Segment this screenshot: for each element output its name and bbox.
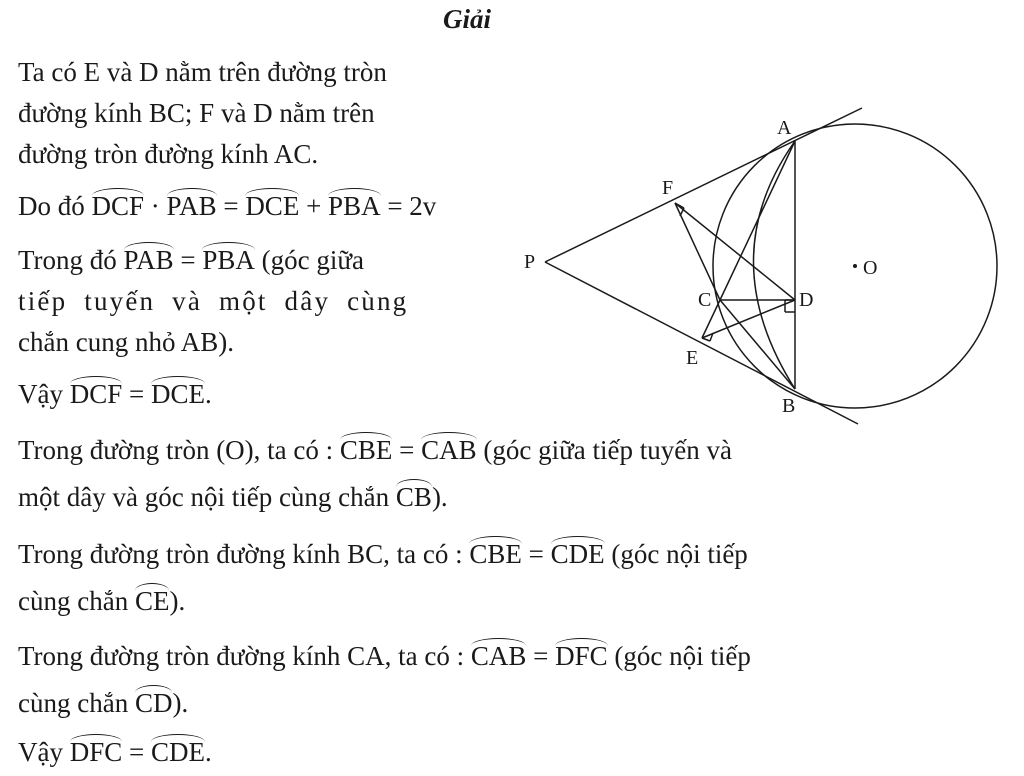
tangent-line-pb [544,261,859,425]
text-fragment: (góc giữa [261,245,364,275]
text-line: Trong đó PAB = PBA (góc giữa [18,240,408,281]
period: . [205,737,212,767]
plus-symbol: + [306,191,322,221]
text-line: Trong đường tròn đường kính BC, ta có : … [18,534,748,575]
angle-cde: CDE [550,536,605,568]
text-line: Ta có E và D nằm trên đường tròn [18,57,387,87]
equals-symbol: = [528,539,544,569]
angle-cbe: CBE [339,432,393,464]
arc-ab [752,140,796,390]
angle-dcf: DCF [69,376,123,408]
label-d: D [799,289,813,311]
paragraph-6: Trong đường tròn đường kính BC, ta có : … [18,534,748,622]
arc-cb: CB [395,479,432,511]
text-fragment: (góc giữa tiếp tuyến và [483,435,732,465]
tangent-line-pa [544,107,863,263]
angle-pba: PBA [328,188,381,220]
text-line: cùng chắn CE). [18,581,748,622]
paragraph-2: Do đó DCF · PAB = DCE + PBA = 2v [18,186,436,227]
dot-symbol: · [150,191,160,221]
paragraph-5: Trong đường tròn (O), ta có : CBE = CAB … [18,430,732,518]
paragraph-8: Vậy DFC = CDE. [18,732,212,773]
right-angle-mark-f [679,207,685,217]
angle-dcf: DCF [91,188,145,220]
text-line: cùng chắn CD). [18,683,751,724]
period: . [205,379,212,409]
angle-cab: CAB [421,432,477,464]
angle-pba: PBA [202,242,255,274]
center-o-point [853,264,857,268]
text-line: một dây và góc nội tiếp cùng chắn CB). [18,477,732,518]
text-fragment: ). [431,482,448,512]
equals-symbol: = [129,379,145,409]
segment-ac [719,140,796,301]
text-fragment: Trong đó [18,245,117,275]
label-c: C [698,289,711,311]
text-fragment: Trong đường tròn (O), ta có : [18,435,334,465]
segment-bc [719,299,796,390]
text-fragment: Vậy [18,737,63,767]
paragraph-3: Trong đó PAB = PBA (góc giữa tiếp tuyến … [18,240,408,363]
arc-cd: CD [134,685,173,717]
text-fragment: ). [172,688,189,718]
equals-symbol: = [533,641,549,671]
right-angle-mark-f [674,202,685,209]
equals-symbol: = [129,737,145,767]
equals-symbol: = [399,435,415,465]
angle-dfc: DFC [69,734,123,766]
label-f: F [662,177,673,199]
text-fragment: cùng chắn [18,688,129,718]
paragraph-4: Vậy DCF = DCE. [18,374,212,415]
angle-dce: DCE [151,376,205,408]
text-fragment: (góc nội tiếp [614,641,751,671]
text-fragment: cùng chắn [18,586,129,616]
label-e: E [686,347,698,369]
text-line: tiếp tuyến và một dây cùng [18,286,409,316]
text-fragment: = 2v [387,191,437,221]
text-line: đường tròn đường kính AC. [18,139,319,169]
segment-fc [674,202,721,301]
text-fragment: Trong đường tròn đường kính BC, ta có : [18,539,463,569]
segment-fd [674,202,796,301]
text-line: Trong đường tròn đường kính CA, ta có : … [18,636,751,677]
angle-dfc: DFC [555,638,608,670]
text-fragment: Vậy [18,379,63,409]
label-b: B [782,395,795,417]
segment-ec [701,299,721,339]
label-p: P [524,251,535,273]
right-angle-mark-e [709,332,714,342]
equals-symbol: = [223,191,239,221]
text-fragment: một dây và góc nội tiếp cùng chắn [18,482,390,512]
paragraph-7: Trong đường tròn đường kính CA, ta có : … [18,636,751,724]
arc-ce: CE [134,583,170,615]
right-angle-mark-e [701,337,711,342]
circle-o [712,123,998,409]
label-a: A [777,117,792,139]
segment-ed [701,299,796,339]
angle-pab: PAB [166,188,217,220]
text-fragment: ). [169,586,186,616]
text-fragment: (góc nội tiếp [611,539,748,569]
text-line: chắn cung nhỏ AB). [18,327,234,357]
angle-dce: DCE [245,188,300,220]
text-line: Trong đường tròn (O), ta có : CBE = CAB … [18,430,732,471]
solution-heading: Giải [442,4,491,34]
label-o: O [863,257,877,279]
angle-cab: CAB [470,638,527,670]
equals-symbol: = [180,245,196,275]
text-fragment: Trong đường tròn đường kính CA, ta có : [18,641,465,671]
angle-cbe: CBE [469,536,522,568]
text-fragment: Do đó [18,191,85,221]
angle-pab: PAB [123,242,174,274]
angle-cde: CDE [151,734,205,766]
paragraph-1: Ta có E và D nằm trên đường tròn đường k… [18,52,387,175]
text-line: đường kính BC; F và D nằm trên [18,98,375,128]
